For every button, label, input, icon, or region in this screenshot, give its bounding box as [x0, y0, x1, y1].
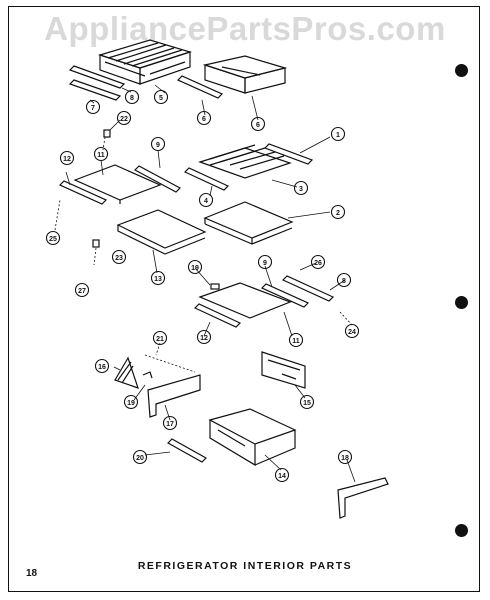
callout-13: 13: [154, 276, 162, 283]
rail-part-7: [68, 79, 122, 101]
callout-8-top: 8: [130, 95, 134, 102]
rail-part-1: [263, 143, 314, 165]
callout-15: 15: [303, 400, 311, 407]
rail-part-8: [68, 65, 126, 89]
glass-shelf-left: [73, 164, 162, 201]
clip-part-23: [92, 239, 100, 248]
sheet-frame: [8, 6, 480, 592]
callout-25-right: 26: [314, 260, 322, 267]
callout-9-lower: 9: [263, 260, 267, 267]
diagram-caption: REFRIGERATOR INTERIOR PARTS: [137, 560, 353, 572]
rail-part-12-lower: [193, 303, 242, 328]
callout-17: 17: [166, 421, 174, 428]
callout-numbers: 8 7 5 6 6 22 1 9 11 12 3 4 2 25 23 13 27…: [49, 95, 356, 480]
callout-19: 19: [127, 400, 135, 407]
callout-23: 23: [115, 255, 123, 262]
crisper-drawer-part: [208, 408, 297, 445]
callout-4: 4: [204, 198, 208, 205]
callout-22: 22: [120, 116, 128, 123]
rail-part-12-upper: [58, 180, 108, 205]
panel-part-15: [261, 351, 306, 389]
callout-6-rail: 6: [202, 116, 206, 123]
callout-5: 5: [159, 95, 163, 102]
rail-part-8-lower: [281, 275, 335, 302]
glass-shelf-middle: [198, 282, 292, 319]
wire-basket-part: [97, 39, 193, 85]
rail-part-6: [176, 75, 224, 99]
callout-27: 27: [78, 288, 86, 295]
callout-19-mid: 19: [191, 265, 199, 272]
binder-hole-middle: [455, 296, 468, 309]
callout-7: 7: [91, 105, 95, 112]
callout-11-lower: 11: [292, 338, 300, 345]
bracket-part-17: [147, 374, 201, 418]
cover-part-16: [114, 356, 139, 389]
callout-16: 16: [98, 364, 106, 371]
callout-2: 2: [336, 210, 340, 217]
leader-lines: [54, 84, 356, 483]
callout-6-tray: 6: [256, 122, 260, 129]
clip-part-26: [210, 283, 220, 290]
callout-11-upper: 11: [97, 152, 105, 159]
page-number: 18: [26, 568, 38, 579]
rail-part-9-upper: [134, 165, 181, 193]
callout-18: 18: [341, 455, 349, 462]
rail-part-4: [183, 167, 230, 191]
callout-12-lower: 12: [200, 335, 208, 342]
sliding-shelf-right: [203, 201, 294, 239]
callout-9-upper: 9: [156, 142, 160, 149]
sliding-shelf-left: [116, 209, 207, 249]
callout-24: 24: [348, 329, 356, 336]
watermark: AppliancePartsPros.com: [44, 10, 446, 47]
callout-21: 21: [156, 336, 164, 343]
clip-part-22: [103, 129, 111, 138]
callout-8-lower: 8: [342, 278, 346, 285]
bracket-part-18: [337, 477, 389, 519]
clip-part-19: [142, 371, 153, 379]
top-tray-part: [202, 55, 288, 94]
binder-hole-top: [455, 64, 468, 77]
rail-part-20: [167, 438, 207, 463]
wire-shelf-part: [198, 144, 292, 179]
callout-25: 25: [49, 236, 57, 243]
callout-12-upper: 12: [63, 156, 71, 163]
rail-part-9-lower: [260, 283, 310, 308]
callout-1: 1: [336, 132, 340, 139]
binder-hole-bottom: [455, 524, 468, 537]
callout-3: 3: [299, 186, 303, 193]
callout-circles: [45, 89, 360, 483]
callout-20: 20: [136, 455, 144, 462]
callout-14: 14: [278, 473, 286, 480]
